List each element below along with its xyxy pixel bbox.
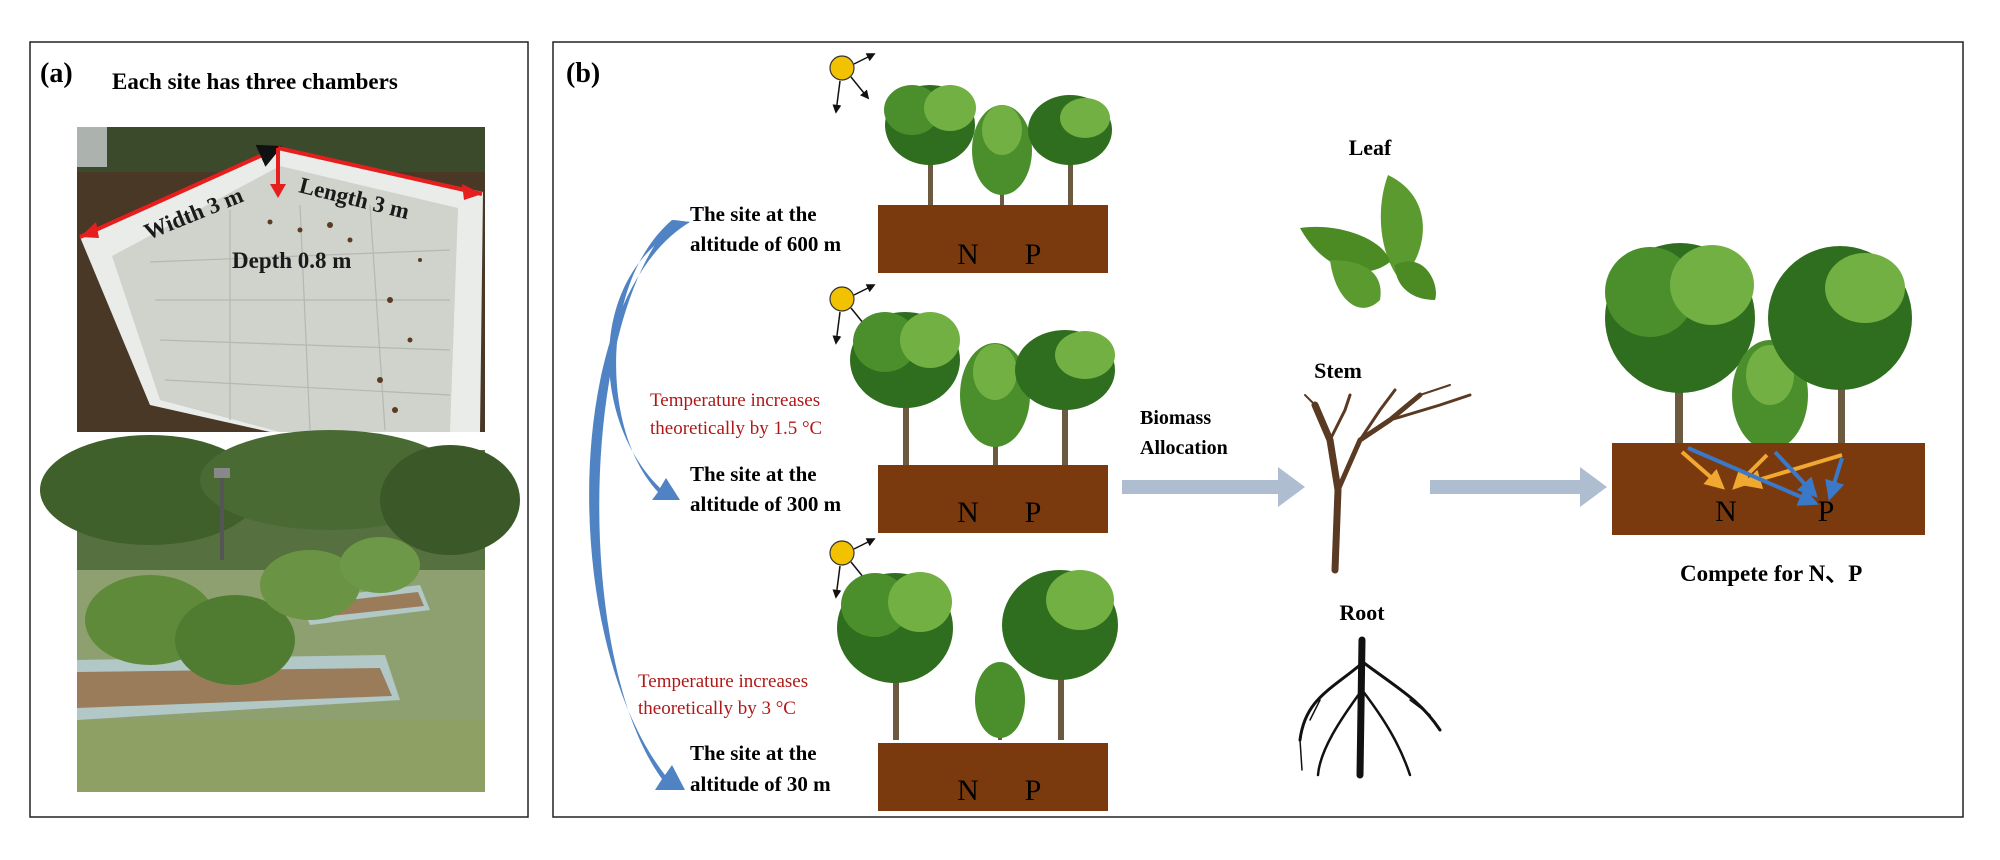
tree-group	[837, 570, 1118, 740]
soil-block	[1612, 443, 1925, 535]
panel-a-title: Each site has three chambers	[112, 69, 398, 94]
stem-icon	[1304, 384, 1472, 574]
sun-icon	[829, 53, 876, 114]
leaf-icon	[1300, 175, 1436, 308]
depth-label: Depth 0.8 m	[232, 248, 351, 273]
competition-site: N P	[1605, 243, 1925, 535]
site-label-line1: The site at the	[690, 741, 817, 765]
root-icon	[1298, 636, 1442, 779]
site-label-line2: altitude of 300 m	[690, 492, 842, 516]
soil-block	[878, 205, 1108, 273]
allocation-label-line1: Biomass	[1140, 407, 1211, 429]
panel-b: (b)	[552, 41, 1964, 818]
tree-group	[884, 85, 1112, 210]
organ-label-stem: Stem	[1314, 358, 1362, 383]
nutrient-p-label: P	[1025, 496, 1042, 529]
temperature-note-line2: theoretically by 3 °C	[638, 698, 796, 719]
field-photo	[40, 430, 520, 792]
nutrient-n-label: N	[957, 774, 979, 807]
soil-block	[878, 743, 1108, 811]
nutrient-p-label: P	[1818, 495, 1835, 528]
nutrient-n-label: N	[957, 238, 979, 271]
allocation-arrow	[1122, 467, 1305, 507]
site-300m: N P The site at the altitude of 300 m Te…	[650, 312, 1115, 533]
tree-group	[1605, 243, 1912, 485]
organ-label-root: Root	[1339, 600, 1385, 625]
competition-caption: Compete for N、P	[1680, 561, 1862, 586]
site-label-line1: The site at the	[690, 462, 817, 486]
organ-label-leaf: Leaf	[1349, 135, 1392, 160]
nutrient-n-label: N	[957, 496, 979, 529]
panel-b-label: (b)	[566, 58, 600, 89]
site-label-line2: altitude of 600 m	[690, 232, 842, 256]
site-label-line2: altitude of 30 m	[690, 772, 831, 796]
nutrient-n-label: N	[1715, 495, 1737, 528]
site-label-line1: The site at the	[690, 202, 817, 226]
tree-group	[850, 312, 1115, 470]
temperature-note-line1: Temperature increases	[650, 390, 820, 411]
chamber-photo: Width 3 m Length 3 m Depth 0.8 m	[77, 127, 485, 432]
panel-a-label: (a)	[40, 58, 73, 89]
site-30m: N P The site at the altitude of 30 m Tem…	[638, 570, 1118, 811]
panel-a: (a) Each site has three chambers	[29, 41, 529, 818]
nutrient-p-label: P	[1025, 238, 1042, 271]
temperature-note-line1: Temperature increases	[638, 671, 808, 692]
allocation-label-line2: Allocation	[1140, 437, 1228, 459]
competition-arrow	[1430, 467, 1607, 507]
panel-b-frame	[552, 41, 1964, 818]
temperature-note-line2: theoretically by 1.5 °C	[650, 418, 822, 439]
sun-icon	[829, 538, 876, 599]
nutrient-p-label: P	[1025, 774, 1042, 807]
soil-block	[878, 465, 1108, 533]
site-600m: N P The site at the altitude of 600 m	[690, 85, 1112, 273]
